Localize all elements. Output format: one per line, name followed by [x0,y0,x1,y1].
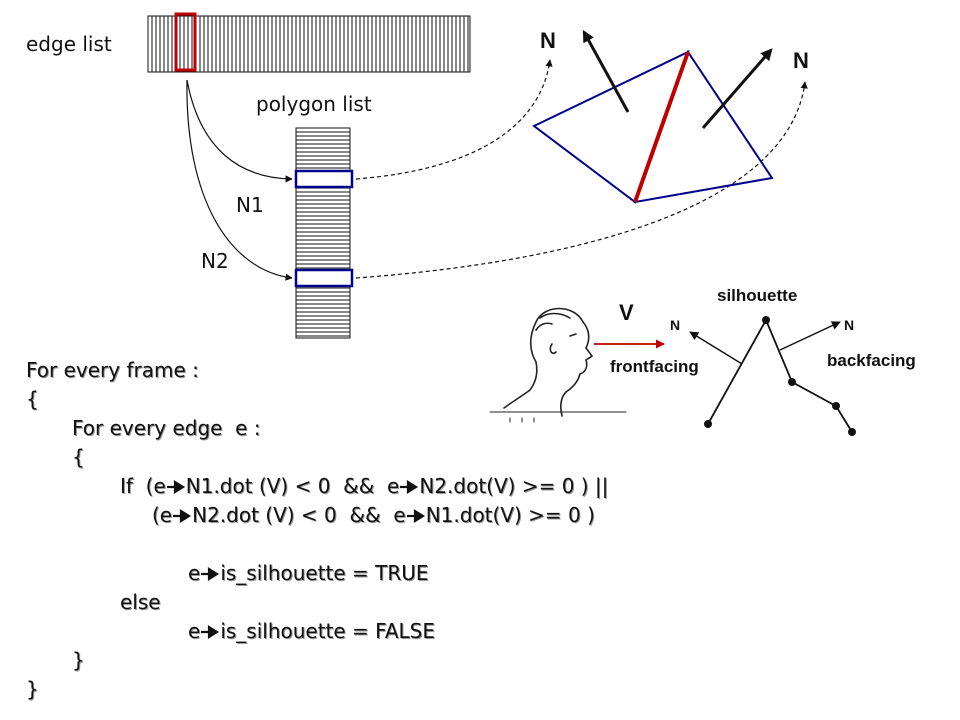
code-true-part2: is_silhouette = TRUE [220,561,429,585]
n1-label: N1 [236,193,264,217]
code-line-false: e is_silhouette = FALSE [26,617,608,646]
code-line-edge: For every edge e : [72,416,261,440]
normal-label-right: N [793,48,809,73]
pseudo-code: For every frame : { For every edge e : {… [26,356,608,704]
code-line-true: e is_silhouette = TRUE [26,559,608,588]
silhouette-label: silhouette [717,286,798,305]
shared-edge [633,51,690,203]
n2-label: N2 [201,249,229,273]
code-line-or: (e N2.dot (V) < 0 && e N1.dot(V) >= 0 ) [26,501,608,530]
polygon-list-strip [295,127,351,339]
code-brace-open-outer: { [26,387,39,411]
frontfacing-label: frontfacing [610,357,699,376]
code-line-frame: For every frame : [26,358,199,382]
arrow-right-icon [406,509,425,523]
backfacing-label: backfacing [827,351,916,370]
n-label-frontfacing: N [670,317,681,333]
code-false-part2: is_silhouette = FALSE [220,619,435,643]
code-if-part2: N1.dot (V) < 0 && e [185,474,400,498]
view-label: V [619,300,634,325]
arrow-right-icon [201,567,220,581]
n-label-backfacing: N [844,317,855,333]
edge-list-selected-cell [174,12,197,72]
polygon-left [532,50,690,204]
edge-list-strip [147,15,471,73]
normal-arrow-right [701,48,773,129]
arrow-right-icon [173,509,192,523]
dashed-link-n1 [355,59,553,180]
code-brace-close-outer: } [26,677,39,701]
pointer-n2 [186,79,293,281]
pointer-n1 [186,79,293,183]
code-false-part1: e [188,619,201,643]
code-brace-close-inner: } [72,648,85,672]
code-or-part1: (e [152,503,173,527]
polygon-list-label: polygon list [256,92,372,116]
arrow-right-icon [201,625,220,639]
normal-label-left: N [540,28,556,53]
edge-list-label: edge list [26,32,112,56]
code-if-part1: If (e [120,474,166,498]
dashed-link-n2 [355,81,808,279]
code-if-part3: N2.dot(V) >= 0 ) || [419,474,609,498]
code-line-if: If (e N1.dot (V) < 0 && e N2.dot(V) >= 0 )… [26,472,608,501]
head-illustration [489,307,627,423]
code-brace-open-inner: { [72,445,85,469]
silhouette-illustration [689,316,856,436]
normal-arrow-left [582,29,630,113]
code-line-else: else [120,590,161,614]
arrow-right-icon [400,480,419,494]
code-or-part2: N2.dot (V) < 0 && e [192,503,406,527]
polygon-list-cell-n1 [294,169,354,189]
code-true-part1: e [188,561,201,585]
polygon-list-cell-n2 [294,268,354,288]
code-or-part3: N1.dot(V) >= 0 ) [425,503,595,527]
code-blank-line [26,530,608,559]
arrow-right-icon [166,480,185,494]
